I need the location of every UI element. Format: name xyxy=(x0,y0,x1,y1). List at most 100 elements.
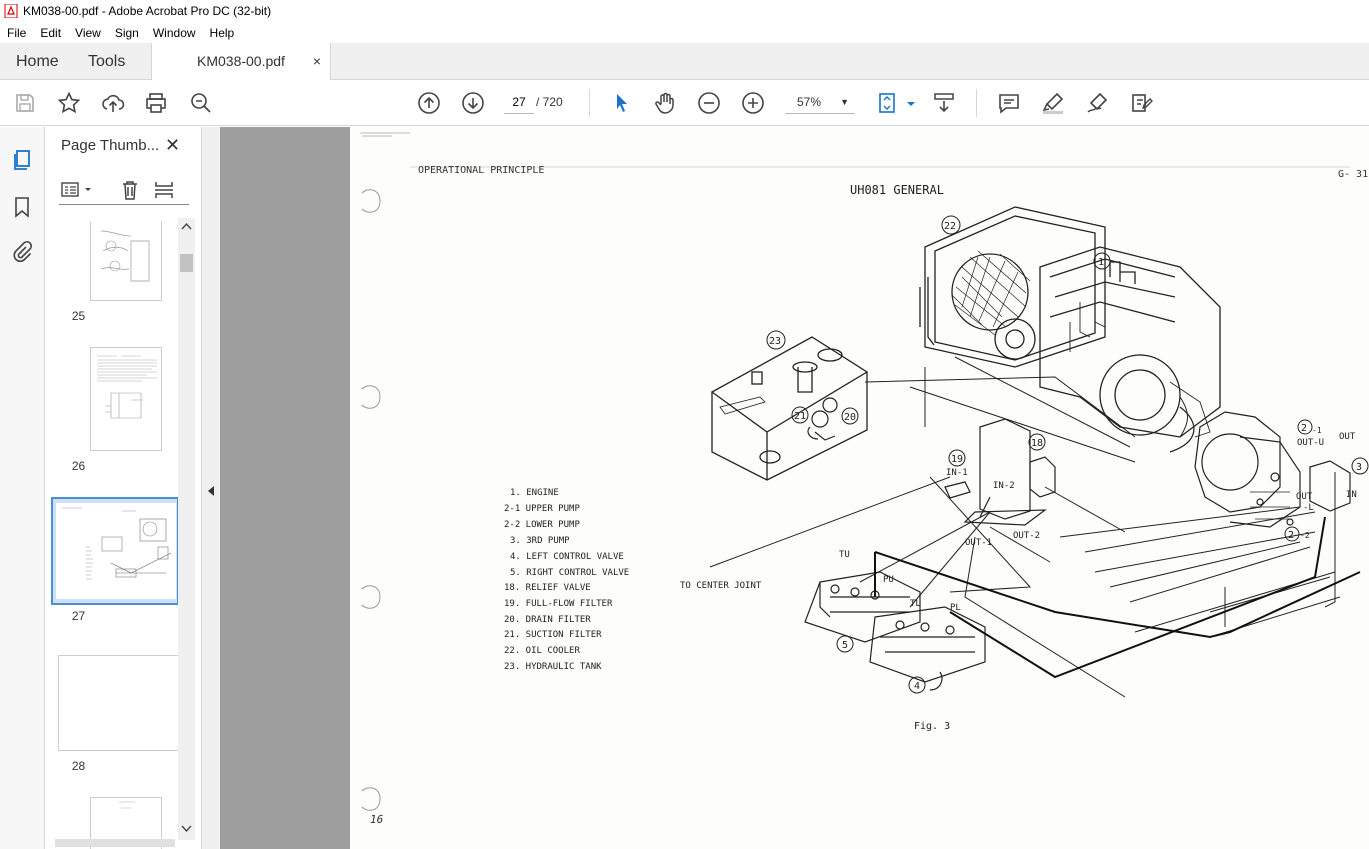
panel-close-icon[interactable]: ✕ xyxy=(165,135,181,155)
svg-text:-L: -L xyxy=(1303,503,1314,513)
svg-text:OUT: OUT xyxy=(1296,492,1313,502)
thumbnail-label: 27 xyxy=(71,609,86,623)
legend-item: 2-1 UPPER PUMP xyxy=(504,504,580,514)
zoom-out-icon[interactable] xyxy=(697,91,721,115)
svg-text:2: 2 xyxy=(1288,530,1294,541)
page-scan: OPERATIONAL PRINCIPLE G- 31 UH081 GENERA… xyxy=(360,132,1369,826)
redact-icon[interactable] xyxy=(1129,91,1153,115)
legend-item: 5. RIGHT CONTROL VALVE xyxy=(510,568,629,578)
page-thumbnails-icon[interactable] xyxy=(10,148,34,172)
horizontal-scrollbar[interactable] xyxy=(55,839,175,847)
svg-text:OUT: OUT xyxy=(1339,432,1356,442)
menu-file[interactable]: File xyxy=(7,25,27,40)
zoom-select[interactable]: 57%▼ xyxy=(785,90,855,114)
legend-item: 23. HYDRAULIC TANK xyxy=(504,662,602,672)
window-title: KM038-00.pdf - Adobe Acrobat Pro DC (32-… xyxy=(23,4,272,18)
select-arrow-icon[interactable] xyxy=(610,91,634,115)
svg-text:2: 2 xyxy=(1301,423,1307,434)
center-joint-label: TO CENTER JOINT xyxy=(680,581,762,591)
print-icon[interactable] xyxy=(144,91,168,115)
thumbnail-page[interactable] xyxy=(58,655,180,751)
page-number-input[interactable] xyxy=(504,90,534,114)
margin-note: 16 xyxy=(370,813,384,826)
svg-text:5: 5 xyxy=(842,640,848,651)
thumbnail-page[interactable] xyxy=(90,221,162,301)
svg-text:OUT-1: OUT-1 xyxy=(965,538,992,548)
legend-item: 1. ENGINE xyxy=(510,488,559,498)
svg-text:OUT-U: OUT-U xyxy=(1297,438,1324,448)
previous-page-icon[interactable] xyxy=(417,91,441,115)
toolbar xyxy=(0,80,1369,126)
svg-text:1: 1 xyxy=(1098,257,1104,268)
binder-hole xyxy=(361,385,381,409)
zoom-value: 57% xyxy=(797,95,822,109)
attachment-icon[interactable] xyxy=(10,240,34,264)
hydraulic-lines xyxy=(709,356,1341,698)
delete-icon[interactable] xyxy=(119,179,141,201)
star-icon[interactable] xyxy=(57,91,81,115)
hydraulic-tank-drawing xyxy=(710,336,869,481)
legend-item: 18. RELIEF VALVE xyxy=(504,583,591,593)
tab-close-icon[interactable]: × xyxy=(312,53,321,69)
svg-text:IN: IN xyxy=(1346,490,1357,500)
next-page-icon[interactable] xyxy=(461,91,485,115)
hand-tool-icon[interactable] xyxy=(653,91,677,115)
legend-item: 4. LEFT CONTROL VALVE xyxy=(510,552,624,562)
acrobat-icon xyxy=(4,4,18,18)
svg-text:OUT-2: OUT-2 xyxy=(1013,531,1040,541)
upload-icon[interactable] xyxy=(101,91,125,115)
thumbnail-page-current[interactable] xyxy=(56,503,176,599)
callout-circles xyxy=(766,215,1369,694)
thumbnail-page[interactable] xyxy=(90,347,162,451)
zoom-in-icon[interactable] xyxy=(741,91,765,115)
fit-page-icon[interactable] xyxy=(876,91,900,115)
binder-hole xyxy=(361,189,381,213)
thumbnail-preview xyxy=(97,355,157,419)
bookmark-icon[interactable] xyxy=(10,195,34,219)
binder-hole xyxy=(361,787,381,811)
scroll-mode-icon[interactable] xyxy=(932,91,956,115)
thumbnail-options-icon[interactable] xyxy=(61,180,95,200)
menu-bar: File Edit View Sign Window Help xyxy=(0,22,1369,43)
menu-window[interactable]: Window xyxy=(152,25,196,40)
menu-view[interactable]: View xyxy=(75,25,101,40)
svg-text:21: 21 xyxy=(794,411,806,422)
svg-text:20: 20 xyxy=(844,412,856,423)
svg-text:PU: PU xyxy=(883,575,894,585)
tab-home[interactable]: Home xyxy=(16,53,59,70)
menu-edit[interactable]: Edit xyxy=(40,25,62,40)
port-labels: IN-1 IN-2 OUT-1 OUT-2 TU PU TL PL OUT-U … xyxy=(839,432,1357,613)
legend-item: 21. SUCTION FILTER xyxy=(504,630,602,640)
page-header-right: G- 31 xyxy=(1338,169,1368,180)
svg-text:22: 22 xyxy=(944,221,956,232)
tab-tools[interactable]: Tools xyxy=(88,53,126,70)
tab-document[interactable]: KM038-00.pdf × xyxy=(151,43,331,81)
scroll-thumb[interactable] xyxy=(180,254,193,272)
menu-help[interactable]: Help xyxy=(209,25,235,40)
scroll-up-icon[interactable] xyxy=(181,222,192,230)
panel-toolbar xyxy=(59,177,189,205)
svg-text:-2: -2 xyxy=(1300,531,1310,540)
legend-item: 20. DRAIN FILTER xyxy=(504,615,591,625)
comment-icon[interactable] xyxy=(997,91,1021,115)
menu-sign[interactable]: Sign xyxy=(114,25,139,40)
insert-page-icon[interactable] xyxy=(153,179,175,201)
panel-divider[interactable] xyxy=(202,127,220,849)
thumbnail-label: 26 xyxy=(71,459,86,473)
sign-icon[interactable] xyxy=(1085,91,1109,115)
fit-page-dropdown-icon[interactable] xyxy=(899,91,915,115)
svg-text:PL: PL xyxy=(950,603,961,613)
page-header-left: OPERATIONAL PRINCIPLE xyxy=(418,165,544,176)
collapse-panel-icon[interactable] xyxy=(207,485,215,497)
save-icon[interactable] xyxy=(13,91,37,115)
search-icon[interactable] xyxy=(189,91,213,115)
thumbnail-label: 25 xyxy=(71,309,86,323)
thumbnail-label: 28 xyxy=(71,759,86,773)
control-valves-drawing xyxy=(804,571,986,691)
highlight-pen-icon[interactable] xyxy=(1041,91,1065,115)
filters-drawing xyxy=(807,397,838,441)
binder-hole xyxy=(361,585,381,609)
diagram-title: UH081 GENERAL xyxy=(850,183,944,197)
thumbnail-scrollbar[interactable] xyxy=(178,218,195,840)
scroll-down-icon[interactable] xyxy=(181,825,192,833)
